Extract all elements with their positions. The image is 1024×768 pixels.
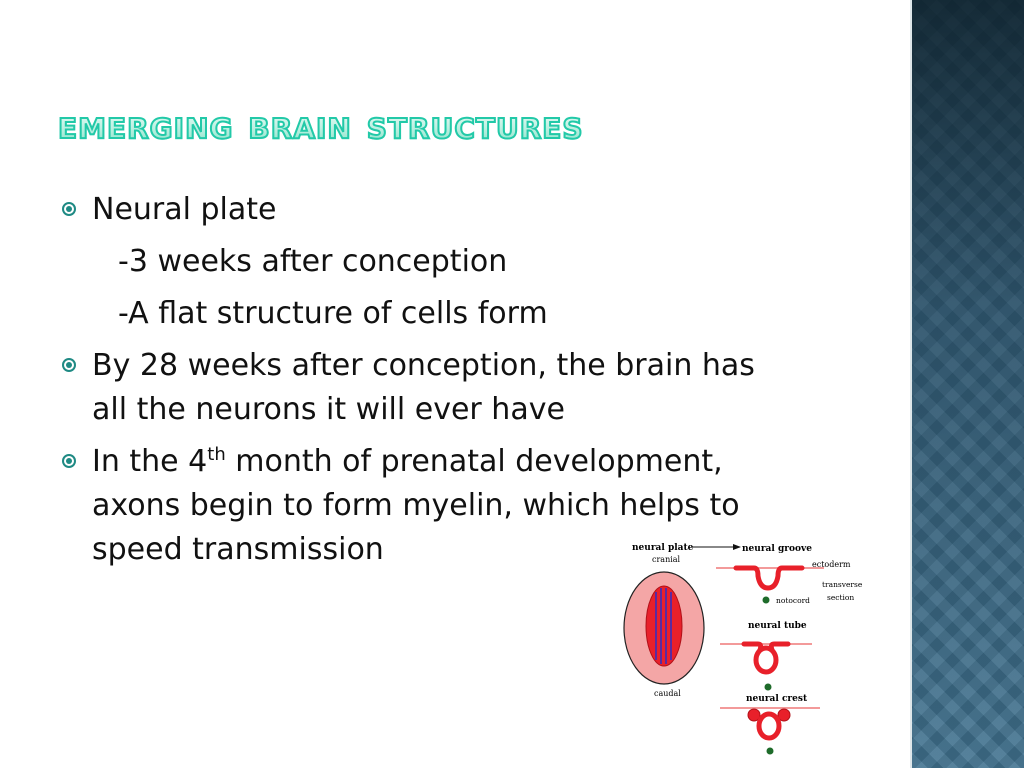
label-neural-plate: neural plate xyxy=(632,543,694,553)
bullet-text-line: all the neurons it will ever have xyxy=(92,392,565,427)
bullet-4th-month: In the 4th month of prenatal development… xyxy=(60,440,860,572)
sub-item: -A flat structure of cells form xyxy=(118,296,548,331)
neural-plate-inner xyxy=(645,585,683,667)
label-ectoderm: ectoderm xyxy=(812,560,851,569)
label-cranial: cranial xyxy=(652,555,681,564)
label-notocord: notocord xyxy=(776,596,810,605)
ordinal-superscript: th xyxy=(207,444,226,465)
label-neural-tube: neural tube xyxy=(748,621,807,631)
bullet-icon xyxy=(62,358,76,372)
bullet-icon xyxy=(62,454,76,468)
bullet-text: In the 4 xyxy=(92,444,208,479)
bullet-text-line: speed transmission xyxy=(92,532,384,567)
sub-item: -3 weeks after conception xyxy=(118,244,508,279)
neural-development-diagram: neural plate cranial caudal neural groov… xyxy=(623,543,863,755)
bullet-text: month of prenatal development, xyxy=(225,444,723,479)
neural-crest-section xyxy=(720,707,820,755)
slide-title: Emerging Brain Structures xyxy=(57,101,584,149)
label-neural-groove: neural groove xyxy=(742,544,812,554)
bullet-neural-plate: Neural plate xyxy=(60,188,860,232)
bullet-icon xyxy=(62,202,76,216)
bullet-text: Neural plate xyxy=(92,192,277,227)
label-neural-crest: neural crest xyxy=(746,694,808,704)
neural-tube-section xyxy=(720,641,812,691)
neural-plate-stripes xyxy=(655,588,672,664)
side-panel-edge xyxy=(910,0,913,768)
decorative-side-panel xyxy=(912,0,1024,768)
label-transverse: transverse xyxy=(822,580,863,589)
bullet-text-line: axons begin to form myelin, which helps … xyxy=(92,488,740,523)
slide-body: Neural plate -3 weeks after conception -… xyxy=(60,188,860,572)
label-caudal: caudal xyxy=(654,689,681,698)
label-section: section xyxy=(827,593,854,602)
bullet-text-line: By 28 weeks after conception, the brain … xyxy=(92,348,755,383)
bullet-28-weeks: By 28 weeks after conception, the brain … xyxy=(60,344,860,432)
neural-groove-section xyxy=(716,565,824,604)
